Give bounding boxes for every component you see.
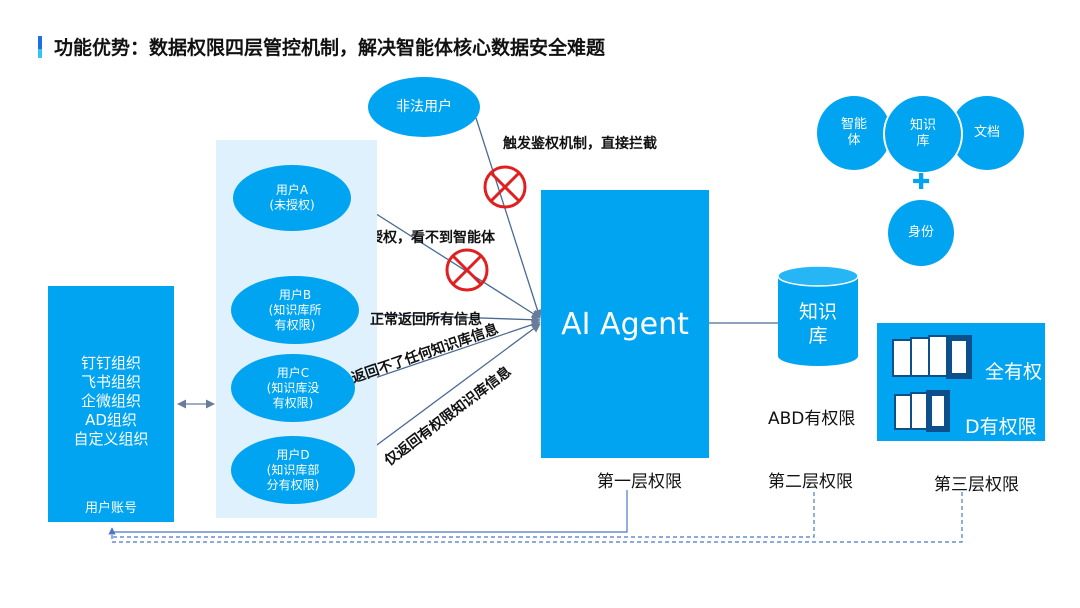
user-b-desc-1: (知识库所 (268, 302, 322, 317)
feedback-layer-2 (112, 492, 815, 538)
user-c-node: 用户C (知识库没 有权限) (231, 354, 355, 422)
user-b-name: 用户B (278, 287, 312, 302)
edge-user-c (353, 320, 541, 386)
layer-2-label: 第二层权限 (768, 472, 853, 492)
identity-kb-line-2: 库 (916, 134, 930, 149)
user-c-desc-2: 有权限) (272, 395, 314, 410)
page-title: 功能优势：数据权限四层管控机制，解决智能体核心数据安全难题 (54, 37, 606, 59)
full-permission-label: 全有权 (985, 361, 1043, 383)
block-mark-illegal (483, 165, 527, 209)
ai-agent-node: AI Agent (541, 190, 709, 458)
doc-stack-icon-partial (894, 390, 950, 432)
user-d-node: 用户D (知识库部 分有权限) (231, 436, 355, 504)
illegal-user-node: 非法用户 (368, 77, 480, 137)
edge-illegal-user (475, 117, 542, 319)
edge-user-b (361, 313, 541, 325)
knowledge-base-cylinder (778, 266, 858, 366)
org-ad: AD组织 (85, 411, 137, 429)
user-a-desc: (未授权) (269, 198, 315, 212)
identity-kb-line-1: 知识 (909, 118, 936, 133)
abd-permission-label: ABD有权限 (768, 409, 856, 429)
user-b-desc-2: 有权限) (274, 317, 316, 332)
user-d-desc-1: (知识库部 (266, 462, 320, 477)
identity-agent-line-1: 智能 (840, 117, 867, 132)
user-a-name: 用户A (275, 183, 309, 197)
identity-circle: 身份 (888, 200, 954, 266)
ai-agent-label: AI Agent (561, 306, 689, 342)
identity-doc-label: 文档 (973, 125, 1000, 140)
title-accent-bar (38, 36, 42, 58)
user-account-label: 用户账号 (84, 501, 137, 516)
user-d-name: 用户D (276, 447, 310, 462)
org-dingtalk: 钉钉组织 (80, 354, 141, 372)
user-c-name: 用户C (276, 365, 310, 380)
edge-label-user-b: 正常返回所有信息 (370, 312, 482, 328)
layer-1-label: 第一层权限 (597, 472, 682, 492)
feedback-layer-1 (112, 490, 628, 533)
org-wecom: 企微组织 (80, 392, 141, 410)
kb-label-line-1: 知识 (798, 301, 837, 323)
trigger-auth-label: 触发鉴权机制，直接拦截 (503, 136, 657, 152)
user-d-desc-2: 分有权限) (266, 477, 320, 492)
org-feishu: 飞书组织 (80, 373, 141, 391)
identity-agent-circle: 智能 体 (817, 96, 891, 170)
user-c-desc-1: (知识库没 (266, 380, 320, 395)
org-custom: 自定义组织 (73, 430, 149, 448)
org-list: 钉钉组织 飞书组织 企微组织 AD组织 自定义组织 (48, 354, 174, 449)
identity-label: 身份 (907, 225, 934, 240)
layer-3-label: 第三层权限 (934, 475, 1019, 495)
block-mark-unauthorized (445, 248, 489, 292)
user-a-node: 用户A (未授权) (233, 165, 351, 231)
kb-label-line-2: 库 (808, 325, 828, 347)
user-account-box: 钉钉组织 飞书组织 企微组织 AD组织 自定义组织 用户账号 (48, 286, 174, 522)
feedback-layer-3 (108, 492, 963, 543)
edge-user-d (353, 323, 541, 463)
edge-user-a (347, 195, 541, 319)
identity-agent-line-2: 体 (847, 133, 861, 148)
d-permission-label: D有权限 (965, 416, 1037, 438)
user-b-node: 用户B (知识库所 有权限) (231, 276, 359, 344)
identity-kb-circle: 知识 库 (883, 94, 963, 174)
illegal-user-label: 非法用户 (396, 98, 452, 115)
doc-stack-icon-full (892, 335, 972, 379)
unauthorized-label: 未授权，看不到智能体 (355, 230, 495, 246)
plus-icon: ✚ (912, 170, 931, 195)
knowledge-base-label: 知识 库 (778, 300, 858, 348)
